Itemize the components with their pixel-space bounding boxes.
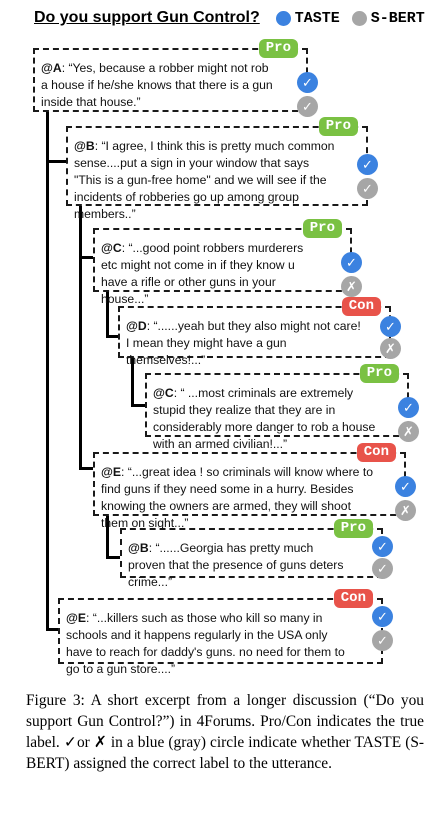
taste-legend-label: TASTE xyxy=(294,9,340,27)
post-card: Pro @C: “...good point robbers murderers… xyxy=(93,219,362,306)
speaker: @C xyxy=(153,386,174,400)
sbert-cross-icon: ✗ xyxy=(341,276,362,297)
thread-branch-b2 xyxy=(106,556,122,559)
stance-label: Pro xyxy=(333,519,373,538)
stance-label: Pro xyxy=(359,364,399,383)
post-card: Pro @B: “I agree, I think this is pretty… xyxy=(66,117,378,221)
thread-line-d xyxy=(131,357,134,407)
figure-caption: Figure 3: A short excerpt from a longer … xyxy=(26,692,424,772)
sbert-cross-icon: ✗ xyxy=(380,338,401,359)
sbert-legend-label: S-BERT xyxy=(370,9,425,27)
post-card: Con @D: “......yeah but they also might … xyxy=(118,297,401,367)
utterance: : “I agree, I think this is pretty much … xyxy=(74,139,335,221)
speaker: @E xyxy=(101,465,122,479)
figure-header: Do you support Gun Control? TASTE S-BERT xyxy=(34,6,433,30)
stance-label: Con xyxy=(341,297,381,316)
speaker: @C xyxy=(101,241,122,255)
utterance: : “Yes, because a robber might not rob a… xyxy=(41,61,273,109)
thread-line-a xyxy=(46,110,49,630)
stance-label: Pro xyxy=(258,39,298,58)
post-card: Pro @A: “Yes, because a robber might not… xyxy=(33,39,318,117)
stance-label: Con xyxy=(333,589,373,608)
taste-check-icon: ✓ xyxy=(297,72,318,93)
discussion-title: Do you support Gun Control? xyxy=(34,9,260,26)
sbert-legend-dot xyxy=(351,10,367,26)
thread-branch-e1 xyxy=(79,467,95,470)
sbert-check-icon: ✓ xyxy=(357,178,378,199)
taste-check-icon: ✓ xyxy=(372,536,393,557)
sbert-cross-icon: ✗ xyxy=(395,500,416,521)
taste-check-icon: ✓ xyxy=(398,397,419,418)
post-card: Pro @B: “......Georgia has pretty much p… xyxy=(120,519,393,589)
utterance: : “...good point robbers murderers etc m… xyxy=(101,241,304,306)
thread-branch-e2 xyxy=(46,628,68,631)
sbert-cross-icon: ✗ xyxy=(398,421,419,442)
taste-check-icon: ✓ xyxy=(372,606,393,627)
post-card: Con @E: “...killers such as those who ki… xyxy=(58,589,393,676)
utterance: : “ ...most criminals are extremely stup… xyxy=(153,386,376,451)
speaker: @B xyxy=(128,541,149,555)
taste-check-icon: ✓ xyxy=(357,154,378,175)
speaker: @A xyxy=(41,61,62,75)
thread-branch-d xyxy=(106,335,120,338)
thread-line-c1 xyxy=(106,292,109,337)
post-card: Pro @C: “ ...most criminals are extremel… xyxy=(145,364,419,451)
speaker: @D xyxy=(126,319,147,333)
thread-branch-b xyxy=(46,160,68,163)
speaker: @B xyxy=(74,139,95,153)
taste-check-icon: ✓ xyxy=(380,316,401,337)
utterance: : “......yeah but they also might not ca… xyxy=(126,319,361,367)
post-card: Con @E: “...great idea ! so criminals wi… xyxy=(93,443,416,530)
sbert-check-icon: ✓ xyxy=(372,630,393,651)
taste-legend-dot xyxy=(275,10,291,26)
sbert-check-icon: ✓ xyxy=(372,558,393,579)
stance-label: Pro xyxy=(318,117,358,136)
stance-label: Pro xyxy=(302,219,342,238)
utterance: : “...great idea ! so criminals will kno… xyxy=(101,465,373,530)
utterance: : “......Georgia has pretty much proven … xyxy=(128,541,344,589)
taste-check-icon: ✓ xyxy=(395,476,416,497)
thread-branch-c2 xyxy=(131,404,146,407)
thread-branch-c1 xyxy=(79,256,95,259)
utterance: : “...killers such as those who kill so … xyxy=(66,611,345,676)
thread-line-e1 xyxy=(106,514,109,559)
taste-check-icon: ✓ xyxy=(341,252,362,273)
speaker: @E xyxy=(66,611,87,625)
sbert-check-icon: ✓ xyxy=(297,96,318,117)
stance-label: Con xyxy=(356,443,396,462)
thread-line-b xyxy=(79,204,82,470)
